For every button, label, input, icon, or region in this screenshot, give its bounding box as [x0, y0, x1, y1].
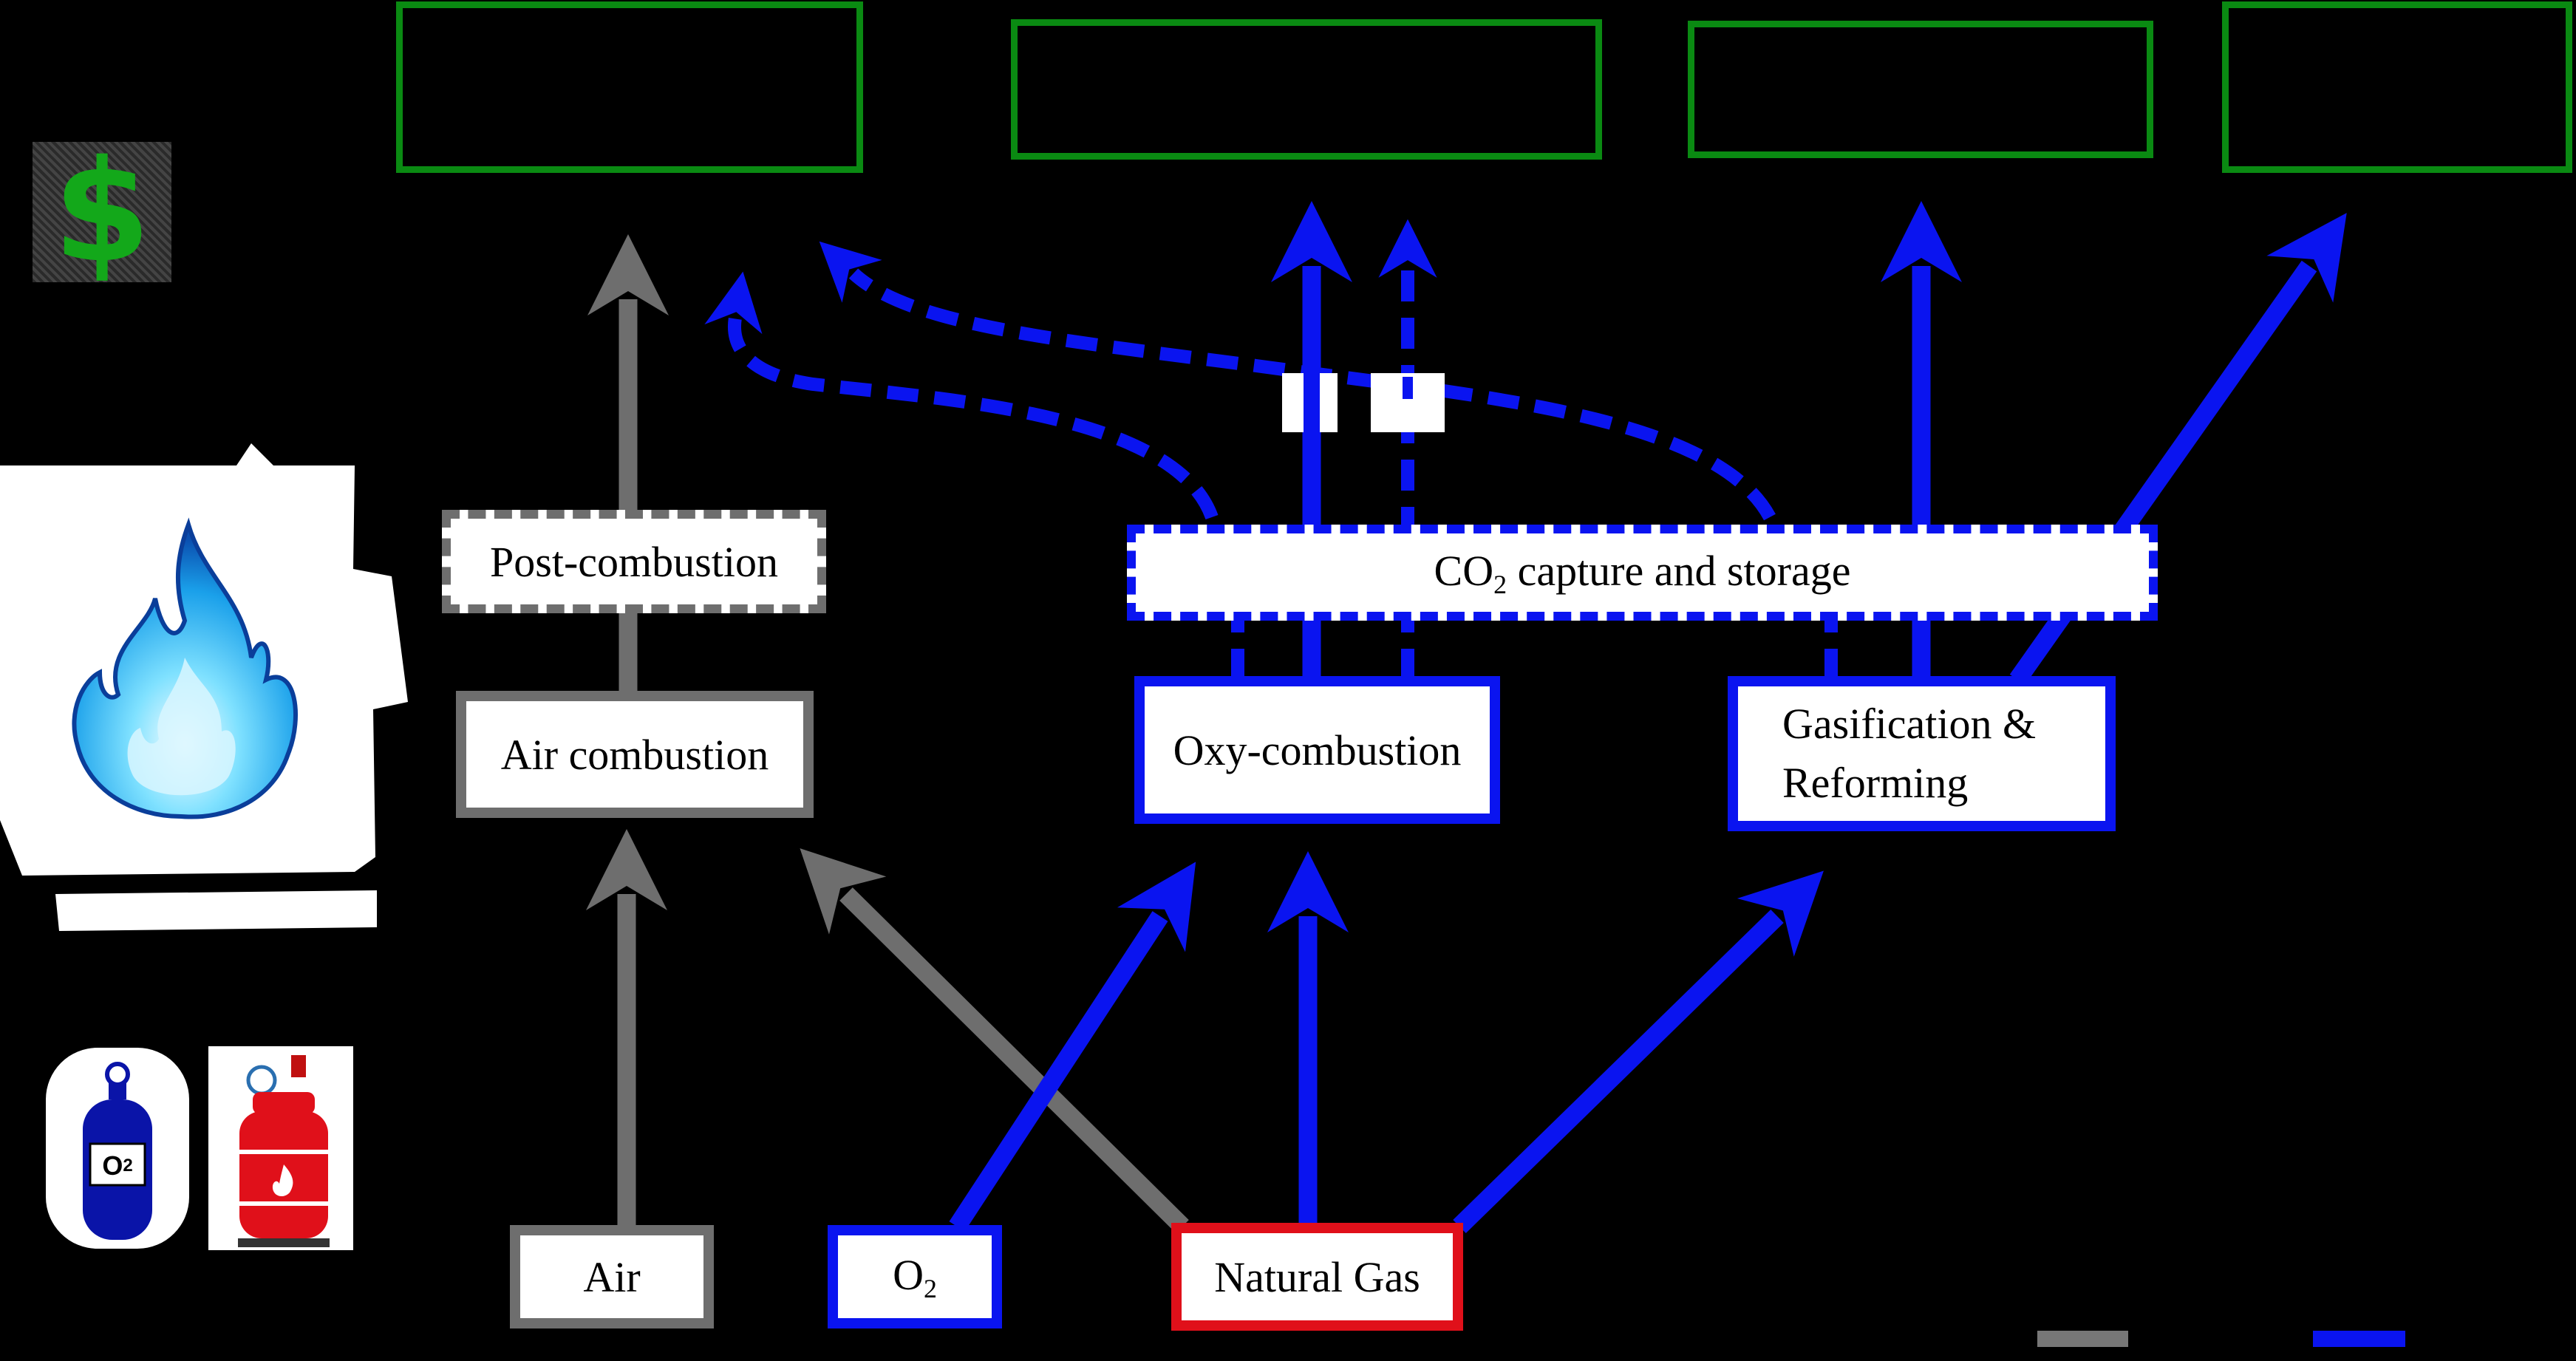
- output-box-1: [396, 1, 863, 173]
- arrow-o2-to-oxy-combustion: [949, 862, 1196, 1232]
- output-box-4: [2222, 1, 2572, 173]
- air-combustion-label: Air combustion: [500, 730, 769, 779]
- gas-cylinder-icon: [208, 1046, 353, 1250]
- air-source-box: Air: [510, 1225, 714, 1328]
- output-box-3: [1688, 21, 2153, 158]
- ccs-box: CO2 capture and storage: [1127, 525, 2158, 621]
- oxy-combustion-box: Oxy-combustion: [1134, 676, 1500, 824]
- dashed-curve-to-output-1-a: [704, 271, 1219, 520]
- gasification-box: Gasification & Reforming: [1728, 676, 2116, 831]
- post-combustion-label: Post-combustion: [490, 537, 778, 586]
- air-source-label: Air: [583, 1252, 641, 1301]
- gasification-label: Gasification & Reforming: [1782, 700, 2037, 807]
- post-combustion-box: Post-combustion: [442, 510, 826, 613]
- arrow-natural-gas-to-gasification: [1453, 870, 1824, 1233]
- ccs-label: CO2 capture and storage: [1434, 546, 1851, 599]
- o2-source-box: O2: [828, 1225, 1002, 1328]
- dollar-icon: $: [33, 142, 171, 282]
- o2-source-label: O2: [893, 1250, 937, 1303]
- flame-icon: [0, 443, 408, 931]
- natural-gas-source-box: Natural Gas: [1171, 1223, 1463, 1331]
- arrow-natural-gas-to-air-combustion: [800, 848, 1189, 1233]
- air-combustion-box: Air combustion: [456, 691, 814, 818]
- dashed-curve-to-output-1-b: [819, 241, 1776, 521]
- output-box-2: [1011, 19, 1602, 160]
- natural-gas-source-label: Natural Gas: [1214, 1252, 1420, 1301]
- oxy-combustion-label: Oxy-combustion: [1173, 726, 1462, 774]
